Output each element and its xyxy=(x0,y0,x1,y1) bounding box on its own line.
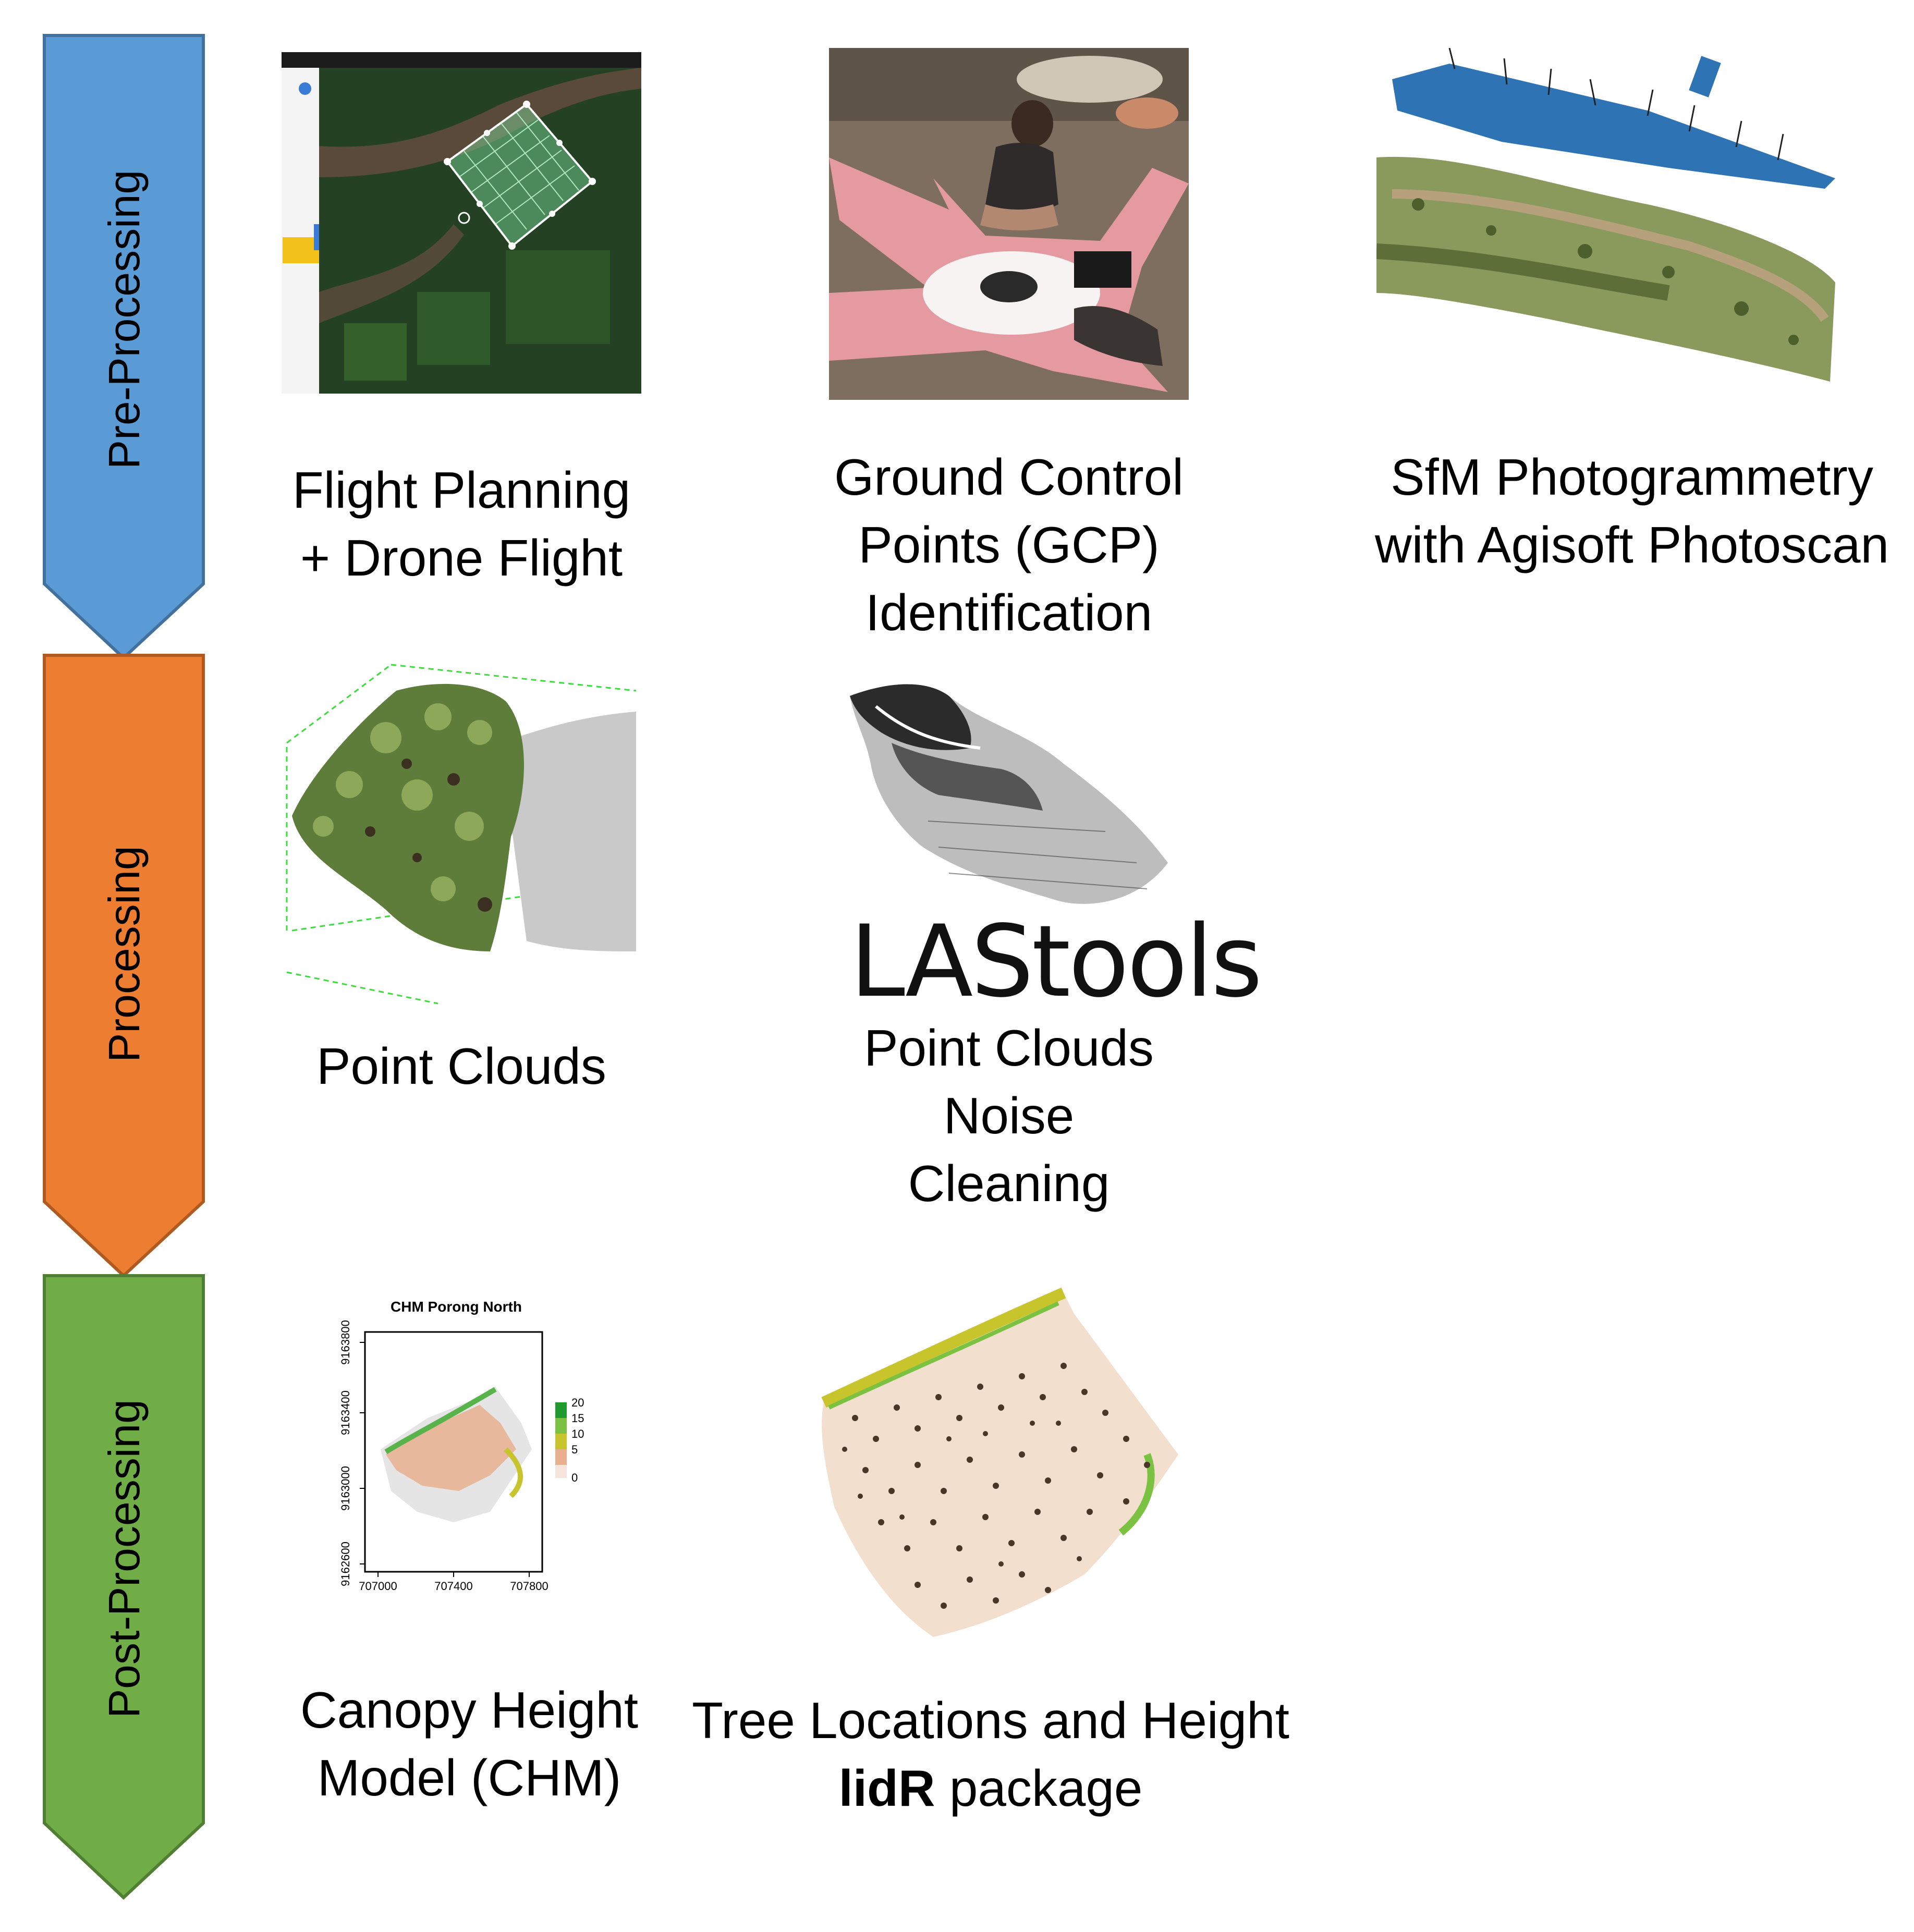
lastools-terrain-image xyxy=(845,675,1178,920)
chm-plot-graphic: CHM Porong North 20 15 10 5 0 707000 707… xyxy=(339,1299,584,1593)
chm-plot-title: CHM Porong North xyxy=(391,1299,522,1315)
caption-line: + Drone Flight xyxy=(300,529,623,586)
caption-sfm: SfM Photogrammetry with Agisoft Photosca… xyxy=(1356,443,1908,579)
lastools-logo: LAStools xyxy=(850,904,1263,1019)
caption-line: with Agisoft Photoscan xyxy=(1374,516,1889,573)
caption-line: Point Clouds xyxy=(864,1019,1154,1077)
caption-line: Noise xyxy=(943,1087,1075,1144)
caption-gcp: Ground Control Points (GCP) Identificati… xyxy=(798,443,1220,646)
pre-processing-chevron xyxy=(43,34,205,661)
stage-label-pre-processing: Pre-Processing xyxy=(100,169,149,469)
caption-tree-locations: Tree Locations and Height lidR package xyxy=(678,1686,1303,1822)
caption-line: SfM Photogrammetry xyxy=(1391,448,1873,506)
chm-legend-ramp xyxy=(555,1402,567,1478)
chm-y-tick: 9163400 xyxy=(339,1390,352,1435)
chm-x-tick: 707800 xyxy=(510,1580,548,1593)
chm-legend-tick: 10 xyxy=(571,1427,584,1440)
caption-point-clouds: Point Clouds xyxy=(271,1032,652,1100)
processing-chevron xyxy=(43,654,205,1278)
tree-locations-image xyxy=(813,1282,1189,1647)
caption-line: Ground Control xyxy=(834,448,1184,506)
lidr-package-name: lidR xyxy=(838,1759,935,1817)
chm-plot: CHM Porong North 20 15 10 5 0 707000 707… xyxy=(323,1293,615,1627)
chm-legend-tick: 15 xyxy=(571,1412,584,1425)
caption-flight-planning: Flight Planning + Drone Flight xyxy=(271,456,652,592)
caption-chm: Canopy Height Model (CHM) xyxy=(271,1676,667,1812)
chm-legend-tick: 0 xyxy=(571,1471,578,1484)
chm-legend-tick: 5 xyxy=(571,1443,578,1456)
stage-label-processing: Processing xyxy=(100,846,149,1062)
chm-y-tick: 9163000 xyxy=(339,1466,352,1511)
caption-line: Flight Planning xyxy=(292,461,631,519)
caption-line: Tree Locations and Height xyxy=(692,1692,1289,1749)
drone-flight-planner-icon xyxy=(282,52,641,394)
caption-line: Cleaning xyxy=(908,1155,1110,1212)
sfm-photogrammetry-image xyxy=(1376,48,1846,397)
caption-line: Point Clouds xyxy=(316,1037,606,1095)
caption-line: Points (GCP) xyxy=(858,516,1160,573)
chm-y-tick: 9162600 xyxy=(339,1542,352,1586)
chm-x-tick: 707000 xyxy=(359,1580,397,1593)
chm-y-tick: 9163800 xyxy=(339,1320,352,1365)
point-cloud-graphic xyxy=(286,664,636,1005)
gcp-photo xyxy=(829,48,1189,400)
caption-line: Canopy Height xyxy=(300,1681,639,1739)
stage-label-post-processing: Post-Processing xyxy=(100,1399,149,1718)
caption-noise-cleaning: Point Clouds Noise Cleaning xyxy=(798,1014,1220,1217)
caption-package-suffix: package xyxy=(935,1759,1143,1817)
chm-legend-tick: 20 xyxy=(571,1396,584,1409)
gcp-photo-graphic xyxy=(829,48,1189,400)
caption-line: Identification xyxy=(865,584,1153,641)
tree-locations-graphic xyxy=(821,1287,1178,1637)
chm-x-tick: 707400 xyxy=(434,1580,472,1593)
sfm-point-cloud-graphic xyxy=(1376,48,1835,382)
caption-line: Model (CHM) xyxy=(317,1749,621,1806)
lastools-terrain-graphic xyxy=(850,684,1168,904)
flight-planning-image xyxy=(282,52,641,394)
tree-points xyxy=(842,1363,1150,1609)
post-processing-chevron xyxy=(43,1274,205,1900)
caption-line: lidR package xyxy=(678,1754,1303,1822)
point-clouds-image xyxy=(282,659,636,1014)
